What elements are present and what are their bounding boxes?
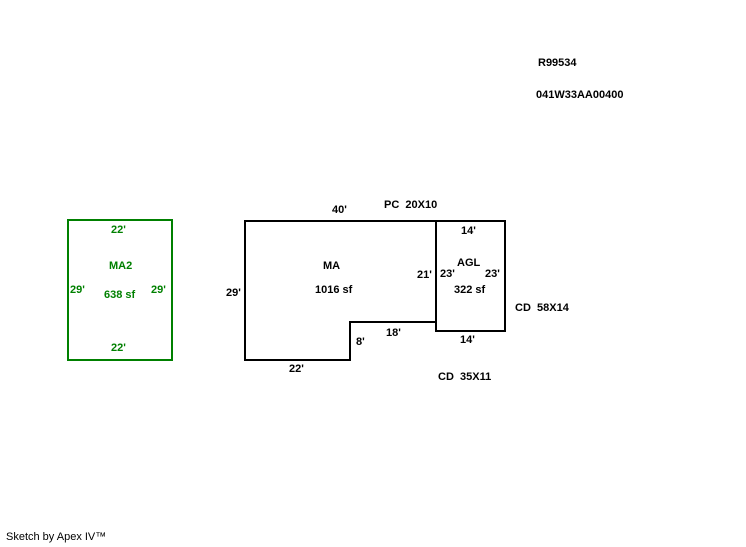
annotation-cd-right: CD 58X14 xyxy=(515,302,569,314)
annotation-pc: PC 20X10 xyxy=(384,199,438,211)
ma2-name: MA2 xyxy=(109,260,133,272)
ma2-area: 638 sf xyxy=(104,289,136,301)
ma2-dim-top: 22' xyxy=(111,224,126,236)
ma-dim-left: 29' xyxy=(226,287,241,299)
ma2-dim-left: 29' xyxy=(70,284,85,296)
agl-outline xyxy=(435,220,506,332)
annotation-cd-bottom: CD 35X11 xyxy=(438,371,492,383)
agl-dim-top: 14' xyxy=(461,225,476,237)
ma-dim-right: 21' xyxy=(417,269,432,281)
agl-name: AGL xyxy=(457,257,481,269)
ma-dim-notch-width: 18' xyxy=(386,327,401,339)
ma-dim-notch-height: 8' xyxy=(356,336,365,348)
agl-area: 322 sf xyxy=(454,284,486,296)
ma2-dim-bottom: 22' xyxy=(111,342,126,354)
account-number: 041W33AA00400 xyxy=(536,89,624,101)
sketch-credit: Sketch by Apex IV™ xyxy=(6,531,107,543)
ma2-dim-right: 29' xyxy=(151,284,166,296)
ma2-outline xyxy=(67,219,173,361)
ma-area: 1016 sf xyxy=(315,284,353,296)
ma-name: MA xyxy=(323,260,341,272)
ma-dim-bottom: 22' xyxy=(289,363,304,375)
agl-dim-right: 23' xyxy=(485,268,500,280)
agl-dim-bottom: 14' xyxy=(460,334,475,346)
agl-dim-left: 23' xyxy=(440,268,455,280)
parcel-id: R99534 xyxy=(538,57,577,69)
ma-dim-top: 40' xyxy=(332,204,347,216)
